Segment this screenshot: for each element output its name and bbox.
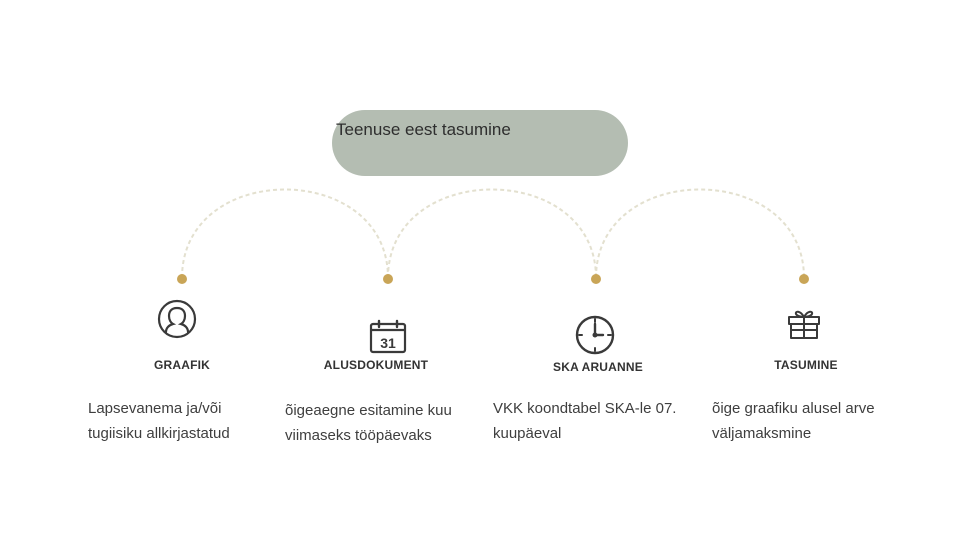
step-description-tasumine: õige graafiku alusel arve väljamaksmine bbox=[712, 400, 875, 442]
step-description-ska-aruanne: VKK koondtabel SKA-le 07. kuupäeval bbox=[493, 400, 677, 442]
person-icon bbox=[157, 299, 197, 339]
step-label-graafik: GRAAFIK bbox=[153, 358, 211, 372]
step-label-tasumine: TASUMINE bbox=[774, 358, 838, 372]
calendar-day: 31 bbox=[380, 335, 396, 351]
clock-icon bbox=[575, 315, 615, 355]
step-label-ska-aruanne: SKA ARUANNE bbox=[553, 360, 643, 374]
step-description-alusdokument: õigeaegne esitamine kuu viimaseks tööpäe… bbox=[285, 402, 452, 444]
connector-arc-1 bbox=[181, 188, 389, 279]
connector-arc-3 bbox=[595, 188, 805, 279]
step-dot-1 bbox=[177, 274, 187, 284]
step-dot-3 bbox=[591, 274, 601, 284]
header-title: Teenuse eest tasumine bbox=[336, 120, 511, 139]
step-dot-4 bbox=[799, 274, 809, 284]
step-label-alusdokument: ALUSDOKUMENT bbox=[323, 358, 429, 372]
step-dot-2 bbox=[383, 274, 393, 284]
gift-icon bbox=[788, 310, 820, 339]
connector-arc-2 bbox=[387, 188, 597, 279]
header-pill: Teenuse eest tasumine bbox=[332, 110, 628, 176]
calendar-icon: 31 bbox=[369, 319, 407, 354]
step-description-graafik: Lapsevanema ja/või tugiisiku allkirjasta… bbox=[88, 400, 230, 442]
